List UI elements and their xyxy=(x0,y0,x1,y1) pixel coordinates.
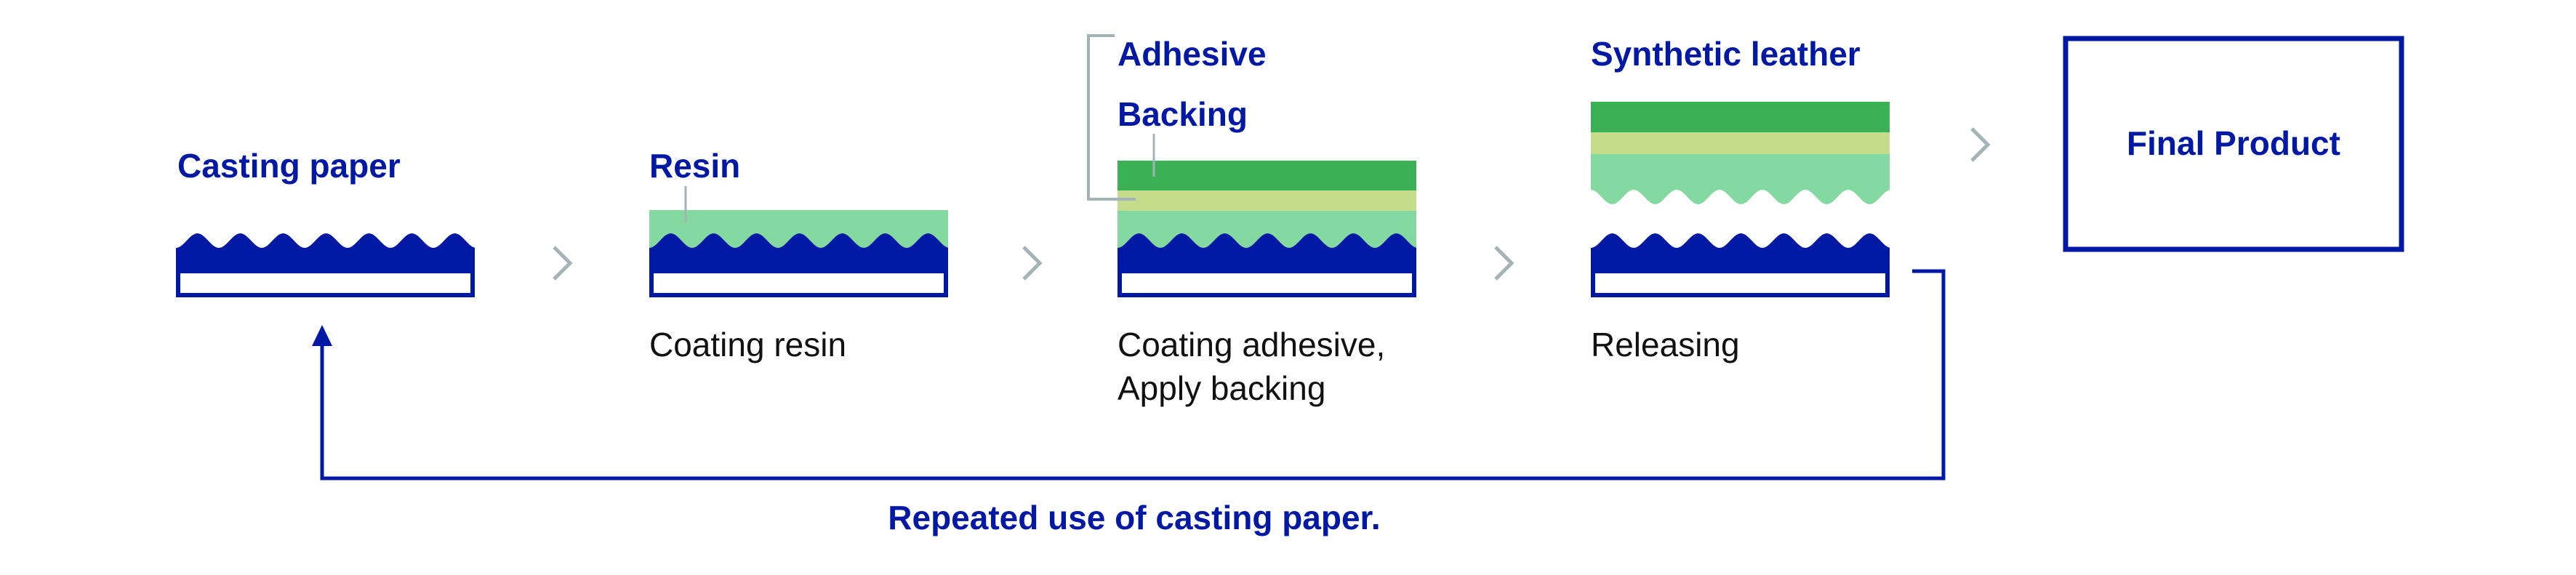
final-product-box xyxy=(2063,36,2404,252)
return-loop-line xyxy=(320,269,1946,480)
adhesive-casting-paper-base xyxy=(1118,269,1416,297)
adhesive-layer xyxy=(1118,190,1416,211)
leather-backing-layer xyxy=(1591,102,1890,132)
resin-label: Resin xyxy=(649,147,740,185)
adhesive-casting-paper-surface xyxy=(1118,233,1416,271)
chevron-right-icon xyxy=(1970,127,1991,162)
chevron-right-icon xyxy=(553,246,573,281)
chevron-right-icon xyxy=(1022,246,1043,281)
released-casting-paper-surface xyxy=(1591,233,1890,271)
final-product-label: Final Product xyxy=(2127,124,2340,162)
casting-paper-label: Casting paper xyxy=(177,147,401,185)
apply-backing-caption: Apply backing xyxy=(1118,369,1325,407)
adhesive-leader-line xyxy=(1087,34,1136,201)
leather-resin-layer xyxy=(1591,154,1890,204)
released-casting-paper-base xyxy=(1591,269,1890,297)
resin-casting-paper-base xyxy=(649,269,948,297)
adhesive-label: Adhesive xyxy=(1118,35,1267,73)
coating-adhesive-caption: Coating adhesive, xyxy=(1118,326,1385,363)
leather-adhesive-layer xyxy=(1591,132,1890,154)
chevron-right-icon xyxy=(1494,246,1514,281)
releasing-caption: Releasing xyxy=(1591,326,1740,363)
repeated-use-label: Repeated use of casting paper. xyxy=(888,499,1380,536)
arrow-up-icon xyxy=(312,325,332,346)
coating-resin-caption: Coating resin xyxy=(649,326,846,363)
backing-layer xyxy=(1118,161,1416,190)
casting-paper-base xyxy=(176,269,475,297)
backing-label: Backing xyxy=(1118,95,1248,133)
synthetic-leather-label: Synthetic leather xyxy=(1591,35,1861,73)
resin-casting-paper-surface xyxy=(649,233,948,271)
casting-paper-surface xyxy=(176,233,475,271)
